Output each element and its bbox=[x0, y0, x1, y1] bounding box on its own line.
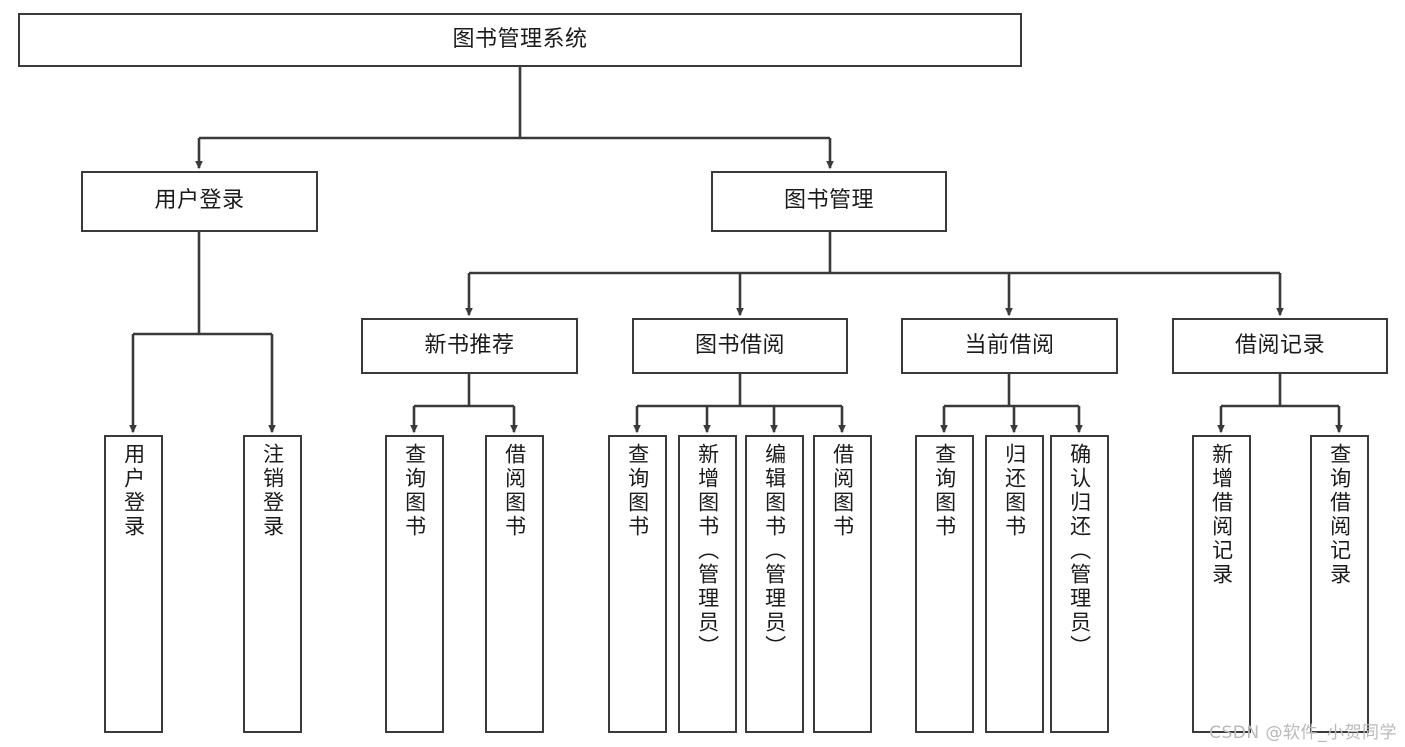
node-leaf-query-borrow-record[interactable]: 查询借阅记录 bbox=[1310, 435, 1369, 733]
node-leaf-query-book-cur-label: 查询图书 bbox=[932, 443, 957, 539]
node-current-borrow-label: 当前借阅 bbox=[964, 332, 1055, 358]
node-root-label: 图书管理系统 bbox=[452, 26, 588, 52]
node-leaf-query-borrow-record-label: 查询借阅记录 bbox=[1327, 443, 1352, 587]
node-current-borrow[interactable]: 当前借阅 bbox=[901, 318, 1118, 374]
node-leaf-borrow-book[interactable]: 借阅图书 bbox=[813, 435, 872, 733]
node-leaf-query-book-rec[interactable]: 查询图书 bbox=[385, 435, 444, 733]
node-book-manage[interactable]: 图书管理 bbox=[711, 171, 947, 232]
node-leaf-return-book-label: 归还图书 bbox=[1002, 443, 1027, 539]
node-leaf-edit-book-admin[interactable]: 编辑图书（管理员） bbox=[745, 435, 804, 733]
node-borrow-record[interactable]: 借阅记录 bbox=[1172, 318, 1388, 374]
node-leaf-borrow-book-label: 借阅图书 bbox=[830, 443, 855, 539]
node-leaf-edit-book-admin-label: 编辑图书（管理员） bbox=[762, 443, 787, 659]
node-book-borrow-label: 图书借阅 bbox=[694, 332, 785, 358]
node-borrow-record-label: 借阅记录 bbox=[1234, 332, 1325, 358]
node-leaf-return-book[interactable]: 归还图书 bbox=[985, 435, 1044, 733]
node-leaf-confirm-return-admin-label: 确认归还（管理员） bbox=[1067, 443, 1092, 659]
node-root[interactable]: 图书管理系统 bbox=[18, 13, 1022, 67]
node-leaf-user-login-label: 用户登录 bbox=[121, 443, 146, 539]
node-leaf-query-book-borrow[interactable]: 查询图书 bbox=[608, 435, 667, 733]
node-user-login[interactable]: 用户登录 bbox=[81, 171, 318, 232]
node-leaf-user-logout[interactable]: 注销登录 bbox=[243, 435, 302, 733]
node-leaf-add-borrow-record[interactable]: 新增借阅记录 bbox=[1192, 435, 1251, 733]
node-leaf-query-book-cur[interactable]: 查询图书 bbox=[915, 435, 974, 733]
node-leaf-query-book-borrow-label: 查询图书 bbox=[625, 443, 650, 539]
node-user-login-label: 用户登录 bbox=[154, 188, 245, 214]
node-leaf-borrow-book-rec[interactable]: 借阅图书 bbox=[485, 435, 544, 733]
node-leaf-user-login[interactable]: 用户登录 bbox=[104, 435, 163, 733]
node-book-manage-label: 图书管理 bbox=[783, 188, 874, 214]
node-leaf-add-book-admin[interactable]: 新增图书（管理员） bbox=[678, 435, 737, 733]
node-leaf-add-borrow-record-label: 新增借阅记录 bbox=[1209, 443, 1234, 587]
node-new-book-recommend[interactable]: 新书推荐 bbox=[361, 318, 578, 374]
node-leaf-add-book-admin-label: 新增图书（管理员） bbox=[695, 443, 720, 659]
node-book-borrow[interactable]: 图书借阅 bbox=[632, 318, 848, 374]
node-leaf-borrow-book-rec-label: 借阅图书 bbox=[502, 443, 527, 539]
node-new-book-recommend-label: 新书推荐 bbox=[424, 332, 515, 358]
node-leaf-query-book-rec-label: 查询图书 bbox=[402, 443, 427, 539]
csdn-watermark: CSDN @软件_小贺同学 bbox=[1209, 723, 1397, 743]
node-leaf-confirm-return-admin[interactable]: 确认归还（管理员） bbox=[1050, 435, 1109, 733]
node-leaf-user-logout-label: 注销登录 bbox=[260, 443, 285, 539]
